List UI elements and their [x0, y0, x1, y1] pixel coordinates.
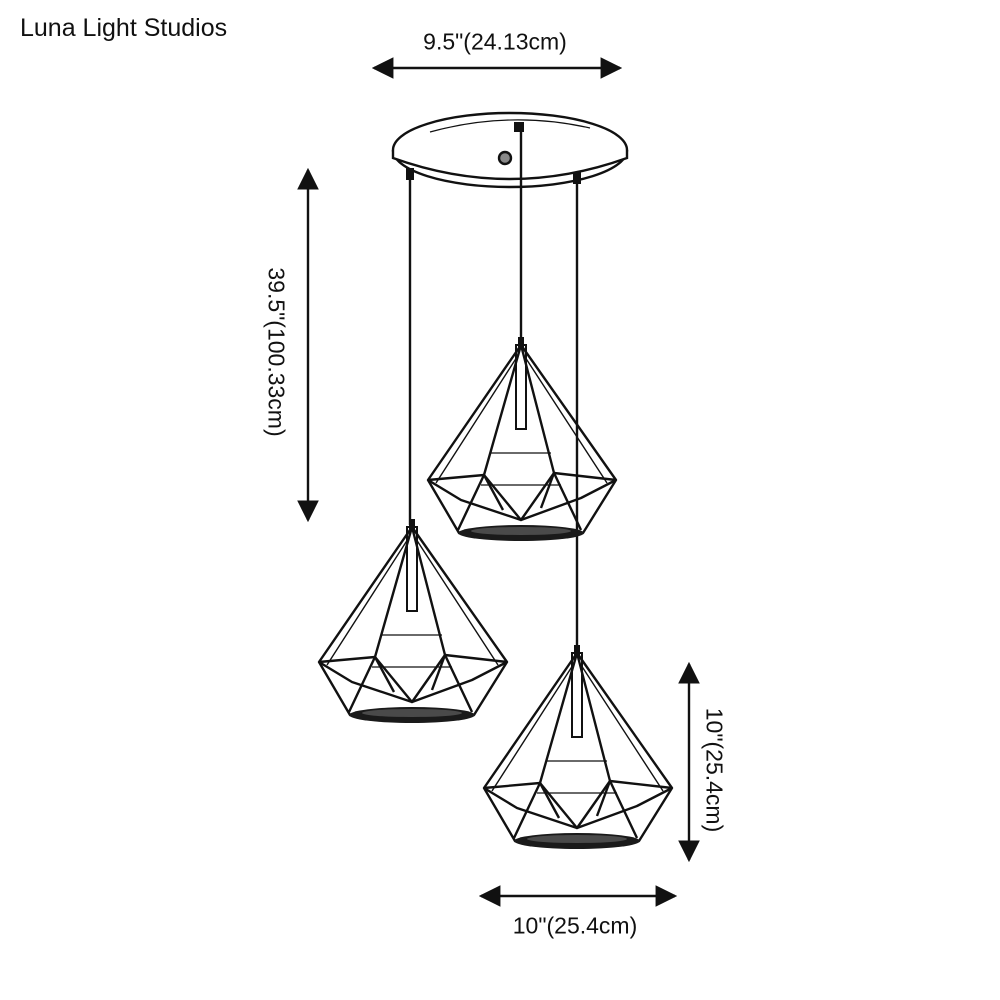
ceiling-canopy [391, 111, 629, 189]
shade-width-label: 10"(25.4cm) [512, 912, 638, 939]
pendant-shade-upper [426, 335, 618, 543]
canopy-width-label: 9.5"(24.13cm) [423, 28, 567, 55]
drop-length-label: 39.5"(100.33cm) [263, 267, 290, 437]
pendant-shade-lower [482, 643, 674, 851]
shade-height-label: 10"(25.4cm) [701, 707, 728, 833]
pendant-shade-left [317, 517, 509, 725]
suspension-cords [408, 132, 579, 655]
brand-name: Luna Light Studios [20, 14, 228, 42]
